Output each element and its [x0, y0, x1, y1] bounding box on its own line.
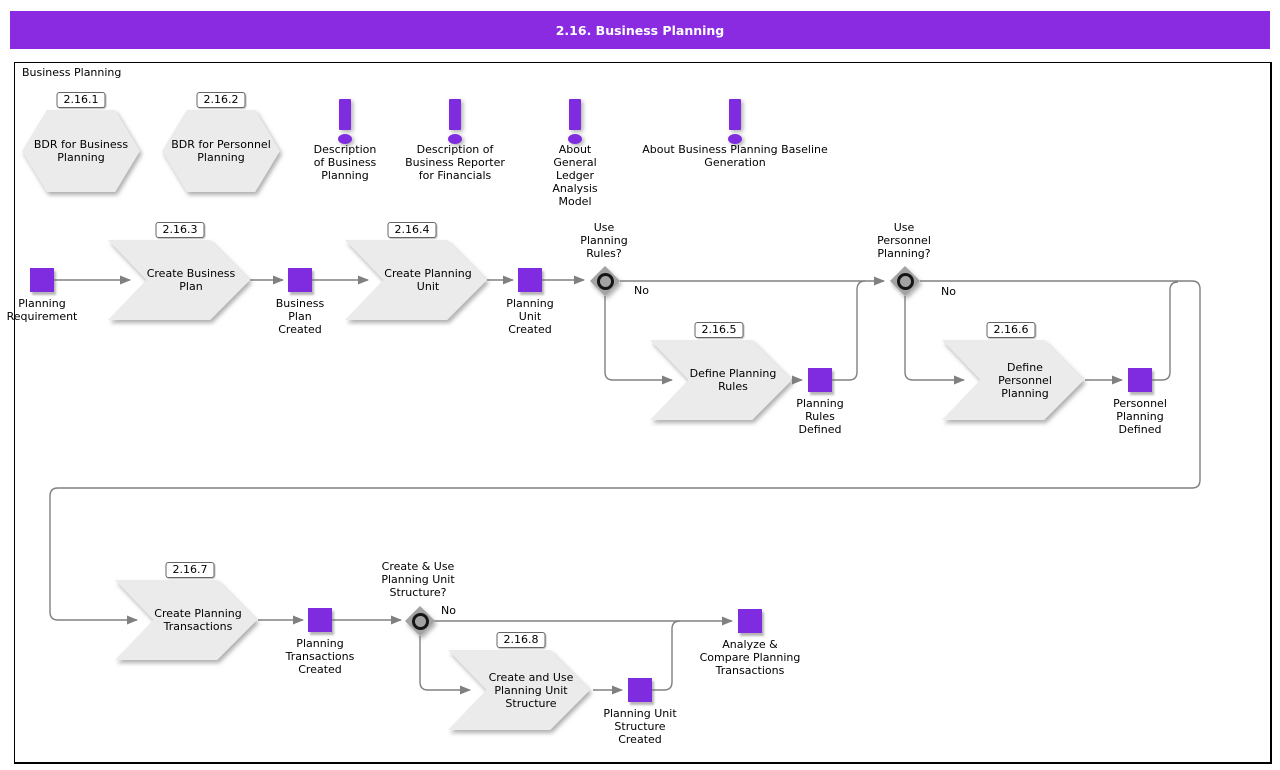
gateway-label: Use Planning Rules?	[580, 221, 628, 260]
task-create-planning-transactions[interactable]: Create Planning Transactions	[115, 580, 257, 660]
diagram-title-bar: 2.16. Business Planning	[10, 11, 1270, 49]
event-analyze-compare-planning-transactions	[738, 609, 762, 633]
note-label[interactable]: About Business Planning Baseline Generat…	[642, 143, 828, 169]
frame-label: Business Planning	[22, 66, 122, 79]
event-label: Business Plan Created	[275, 297, 325, 336]
gateway-ring-icon	[896, 272, 914, 290]
event-label: Planning Rules Defined	[796, 397, 844, 436]
task-label: Create Planning Transactions	[154, 607, 242, 633]
connector	[1152, 281, 1179, 381]
event-label: Planning Unit Created	[506, 297, 554, 336]
hexagon-bdr-business-planning[interactable]: BDR for Business Planning	[22, 110, 140, 192]
event-planning-transactions-created	[308, 608, 332, 632]
gateway-ring-icon	[596, 272, 614, 290]
branch-no-label: No	[634, 284, 649, 297]
connector	[832, 280, 866, 381]
connector	[904, 296, 965, 385]
task-label: Create Planning Unit	[384, 267, 472, 293]
task-create-and-use-planning-unit-structure[interactable]: Create and Use Planning Unit Structure	[448, 650, 590, 730]
exclamation-icon[interactable]	[725, 99, 745, 144]
event-planning-requirement	[30, 268, 54, 292]
badge-2-16-7[interactable]: 2.16.7	[165, 562, 215, 578]
page-title: 2.16. Business Planning	[555, 22, 725, 38]
gateway-label: Create & Use Planning Unit Structure?	[381, 560, 455, 599]
connector	[652, 620, 681, 691]
event-planning-rules-defined	[808, 368, 832, 392]
gateway-ring-icon	[411, 612, 429, 630]
badge-2-16-6[interactable]: 2.16.6	[986, 322, 1036, 338]
badge-2-16-2[interactable]: 2.16.2	[196, 92, 246, 108]
exclamation-icon[interactable]	[335, 99, 355, 144]
task-define-planning-rules[interactable]: Define Planning Rules	[650, 340, 792, 420]
event-label: Planning Unit Structure Created	[603, 707, 677, 746]
gateway-use-planning-rules	[590, 266, 620, 296]
connector	[419, 636, 471, 695]
event-business-plan-created	[288, 268, 312, 292]
exclamation-icon[interactable]	[565, 99, 585, 144]
task-create-planning-unit[interactable]: Create Planning Unit	[345, 240, 487, 320]
badge-2-16-3[interactable]: 2.16.3	[155, 222, 205, 238]
badge-2-16-1[interactable]: 2.16.1	[56, 92, 106, 108]
event-personnel-planning-defined	[1128, 368, 1152, 392]
gateway-use-personnel-planning	[890, 266, 920, 296]
branch-no-label: No	[941, 285, 956, 298]
event-label: Personnel Planning Defined	[1113, 397, 1167, 436]
connector	[49, 280, 1201, 625]
note-label[interactable]: About General Ledger Analysis Model	[552, 143, 598, 208]
badge-2-16-8[interactable]: 2.16.8	[496, 632, 546, 648]
gateway-create-use-planning-unit-structure	[405, 606, 435, 636]
note-label[interactable]: Description of Business Reporter for Fin…	[405, 143, 505, 182]
task-label: Create and Use Planning Unit Structure	[488, 670, 574, 710]
event-label: Planning Requirement	[6, 297, 78, 323]
hexagon-label: BDR for Business Planning	[33, 138, 129, 164]
event-planning-unit-structure-created	[628, 678, 652, 702]
task-define-personnel-planning[interactable]: Define Personnel Planning	[942, 340, 1084, 420]
hexagon-bdr-personnel-planning[interactable]: BDR for Personnel Planning	[162, 110, 280, 192]
task-label: Define Personnel Planning	[998, 360, 1052, 400]
exclamation-icon[interactable]	[445, 99, 465, 144]
task-label: Create Business Plan	[146, 267, 236, 293]
hexagon-label: BDR for Personnel Planning	[171, 138, 271, 164]
gateway-label: Use Personnel Planning?	[877, 221, 931, 260]
connector	[604, 296, 673, 385]
branch-no-label: No	[441, 604, 456, 617]
badge-2-16-5[interactable]: 2.16.5	[694, 322, 744, 338]
event-label: Analyze & Compare Planning Transactions	[699, 638, 801, 677]
badge-2-16-4[interactable]: 2.16.4	[387, 222, 437, 238]
task-create-business-plan[interactable]: Create Business Plan	[108, 240, 250, 320]
note-label[interactable]: Description of Business Planning	[313, 143, 377, 182]
event-planning-unit-created	[518, 268, 542, 292]
event-label: Planning Transactions Created	[285, 637, 355, 676]
task-label: Define Planning Rules	[689, 367, 777, 393]
